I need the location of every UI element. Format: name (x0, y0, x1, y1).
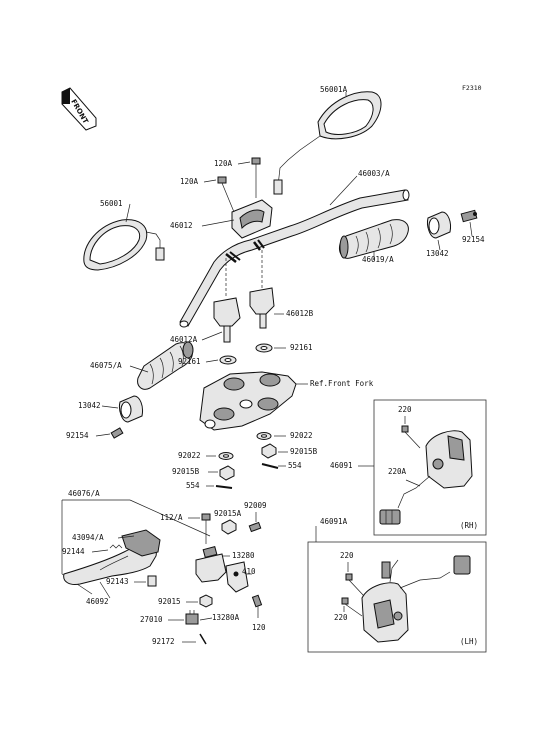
lh-switch-housing (361, 555, 471, 643)
label-13280: 13280 (232, 551, 255, 560)
front-arrow-icon: FRONT (61, 87, 97, 131)
switch-27010 (185, 610, 199, 625)
right-bar-end-weight (427, 211, 451, 239)
screw-220-lh-bottom (341, 597, 363, 617)
label-46012: 46012 (170, 221, 193, 230)
bolt-120 (251, 594, 263, 618)
right-mirror (273, 91, 382, 195)
lower-holder-46012A (213, 258, 241, 343)
label-92022-right: 92022 (290, 431, 313, 440)
collar-92143 (147, 575, 157, 587)
label-120A-left: 120A (180, 177, 199, 186)
nut-92015 (199, 594, 213, 608)
label-92143: 92143 (106, 577, 129, 586)
upper-holder-46012 (231, 199, 273, 239)
label-120: 120 (252, 623, 266, 632)
label-220-lh-top: 220 (340, 551, 354, 560)
label-46091: 46091 (330, 461, 353, 470)
label-92172: 92172 (152, 637, 175, 646)
label-46091A: 46091A (320, 517, 348, 526)
left-bar-end-weight (119, 395, 143, 423)
washer-92022-right (256, 432, 272, 440)
label-220-rh: 220 (398, 405, 412, 414)
right-end-screw (460, 209, 478, 223)
lh-label: (LH) (460, 637, 478, 646)
label-92144: 92144 (62, 547, 85, 556)
figure-code: F2310 (462, 84, 482, 92)
rh-switch-box (373, 399, 487, 536)
upper-triple-clamp (199, 371, 297, 431)
label-92015A: 92015A (214, 509, 242, 518)
rh-label: (RH) (460, 521, 478, 530)
left-grip (137, 341, 194, 390)
label-92154-left: 92154 (66, 431, 89, 440)
label-13042-right: 13042 (426, 249, 449, 258)
lh-switch-box (307, 541, 487, 653)
label-92154-right: 92154 (462, 235, 485, 244)
label-120A-top: 120A (214, 159, 233, 168)
label-13280A: 13280A (212, 613, 240, 622)
label-46019A: 46019/A (362, 255, 394, 264)
screw-220A (405, 479, 421, 487)
label-27010: 27010 (140, 615, 163, 624)
pin-554-left (215, 485, 233, 489)
label-92009: 92009 (244, 501, 267, 510)
label-92015: 92015 (158, 597, 181, 606)
label-56001A: 56001A (320, 85, 348, 94)
screw-92172 (199, 633, 207, 645)
label-92015B-right: 92015B (290, 447, 318, 456)
label-46003A: 46003/A (358, 169, 390, 178)
bolt-120A-left (217, 176, 235, 213)
label-112A: 112/A (160, 513, 183, 522)
label-92015B-left: 92015B (172, 467, 200, 476)
label-92161-right: 92161 (290, 343, 313, 352)
label-13042-left: 13042 (78, 401, 101, 410)
label-46092: 46092 (86, 597, 109, 606)
label-46012B: 46012B (286, 309, 314, 318)
label-554-right: 554 (288, 461, 302, 470)
label-46075A: 46075/A (90, 361, 122, 370)
washer-92161-left (219, 355, 237, 365)
pin-554-right (261, 463, 279, 469)
nut-92015B-right (261, 443, 277, 459)
rh-switch-housing (379, 430, 473, 525)
label-410: 410 (242, 567, 256, 576)
switch-13280 (202, 545, 218, 559)
left-end-screw (110, 427, 124, 439)
nut-92015A (221, 519, 237, 535)
right-grip (339, 219, 409, 259)
label-92161-left: 92161 (178, 357, 201, 366)
ref-front-fork-label: Ref.Front Fork (310, 379, 374, 388)
nut-92015B-left (219, 465, 235, 481)
screw-220-rh (401, 425, 421, 449)
left-mirror (83, 219, 165, 271)
washer-92161-right (255, 343, 273, 353)
label-46076A: 46076/A (68, 489, 100, 498)
bolt-120A-top (251, 157, 261, 198)
label-220A: 220A (388, 467, 407, 476)
label-46012A: 46012A (170, 335, 198, 344)
label-43094A: 43094/A (72, 533, 104, 542)
label-554-left: 554 (186, 481, 200, 490)
bolt-112A (201, 513, 211, 544)
lower-holder-46012B (249, 250, 275, 329)
label-220-lh-bottom: 220 (334, 613, 348, 622)
screw-92009 (248, 521, 262, 533)
screw-220-lh-top (345, 573, 365, 597)
label-92022-left: 92022 (178, 451, 201, 460)
label-56001: 56001 (100, 199, 123, 208)
lever-holder (195, 553, 249, 593)
handlebar (179, 189, 410, 328)
washer-92022-left (218, 452, 234, 460)
spring-92144 (109, 544, 123, 549)
